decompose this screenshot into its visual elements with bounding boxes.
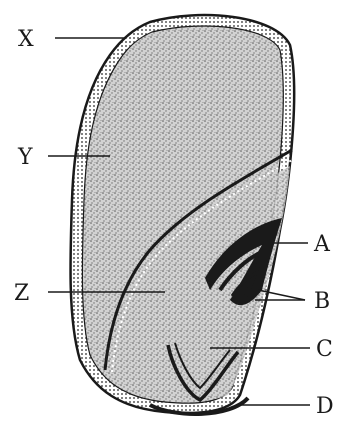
label-c: C <box>316 337 333 362</box>
label-x: X <box>18 27 34 52</box>
label-b: B <box>314 289 330 314</box>
label-a: A <box>313 232 331 257</box>
label-d: D <box>316 394 334 419</box>
label-y: Y <box>17 145 33 170</box>
label-z: Z <box>14 281 29 306</box>
